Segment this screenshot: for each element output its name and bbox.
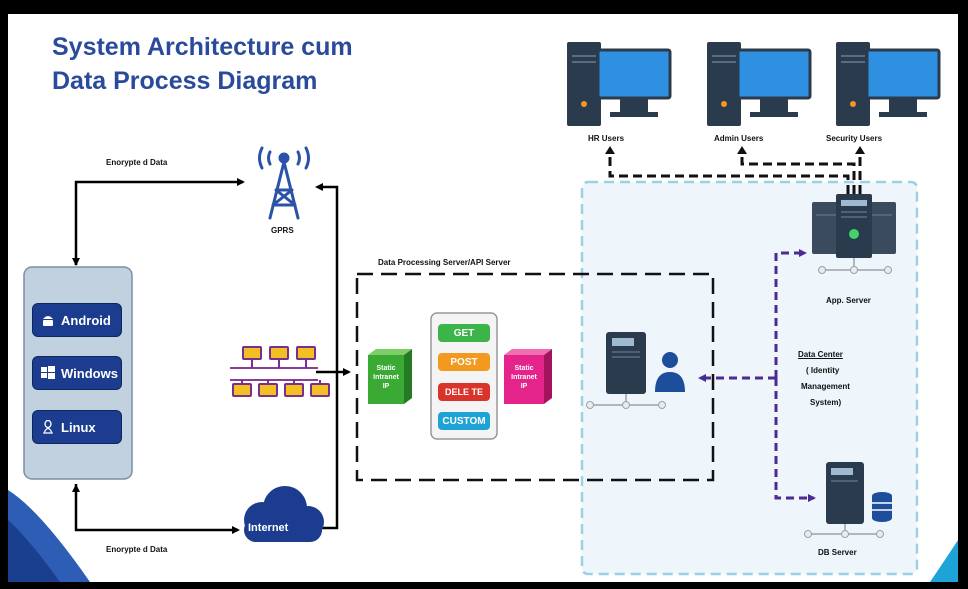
app-to-users-links [608,152,862,194]
processing-box [355,272,715,482]
encrypted-link-bottom [74,484,240,534]
api-delete: DELE TE [438,383,490,401]
desktop-pc-icon [836,42,941,126]
desktop-pc-icon [567,42,672,126]
processing-box-label: Data Processing Server/API Server [378,258,511,267]
encrypted-link-top [74,178,245,265]
static-ip-label-left: Static Intranet IP [368,364,404,391]
api-get: GET [438,324,490,342]
db-server-label: DB Server [818,548,857,557]
arrowhead-client-top [72,258,80,266]
title-line-1: System Architecture cum [52,33,353,61]
arrowhead-security [855,146,865,154]
data-center-line-2: ( Identity [806,366,840,375]
linux-label: Linux [61,419,96,435]
arrowhead-hr [605,146,615,154]
gprs-tower-icon [258,146,310,220]
admin-users-label: Admin Users [714,134,764,143]
os-linux-button: Linux [32,410,122,444]
corner-wave-left-dark [8,520,60,582]
server-user-icon [586,332,685,409]
android-icon [41,313,55,327]
data-center-line-4: System) [810,398,842,407]
desktop-pc-icon [707,42,812,126]
data-center-label: Data Center [798,350,843,359]
encrypted-data-label-bottom: Enorypte d Data [106,545,168,554]
network-nodes-icon [230,346,330,397]
link-to-app-server [774,249,807,378]
encrypted-data-label-top: Enorypte d Data [106,158,168,167]
arrowhead-gprs [315,183,323,191]
bus-line [320,185,339,530]
api-method-panel [430,312,498,440]
os-android-button: Android [32,303,122,337]
hr-users-label: HR Users [588,134,625,143]
corner-wave-right [930,540,958,582]
windows-icon [41,366,55,380]
static-ip-cube-pink [504,349,552,404]
arrowhead-admin [737,146,747,154]
static-ip-text-left: Static Intranet IP [373,365,399,390]
server-rack-icon [812,194,896,274]
internet-label: Internet [248,522,289,534]
gprs-label: GPRS [271,226,294,235]
cloud-icon [244,486,324,542]
data-center-line-3: Management [801,382,850,391]
api-custom: CUSTOM [438,412,490,430]
database-icon [804,462,892,538]
link-to-db-server [774,378,816,502]
static-ip-label-right: Static Intranet IP [504,364,544,391]
windows-label: Windows [61,365,118,381]
security-users-label: Security Users [826,134,883,143]
api-post: POST [438,353,490,371]
app-server-label: App. Server [826,296,871,305]
static-ip-cube-green [368,349,412,404]
os-windows-button: Windows [32,356,122,390]
android-label: Android [61,312,111,328]
linux-icon [41,419,55,434]
title-line-2: Data Process Diagram [52,67,318,95]
static-ip-text-right: Static Intranet IP [511,365,537,390]
arrowhead-client-bottom [72,484,80,492]
diagram-title: System Architecture cum Data Process Dia… [52,30,353,98]
